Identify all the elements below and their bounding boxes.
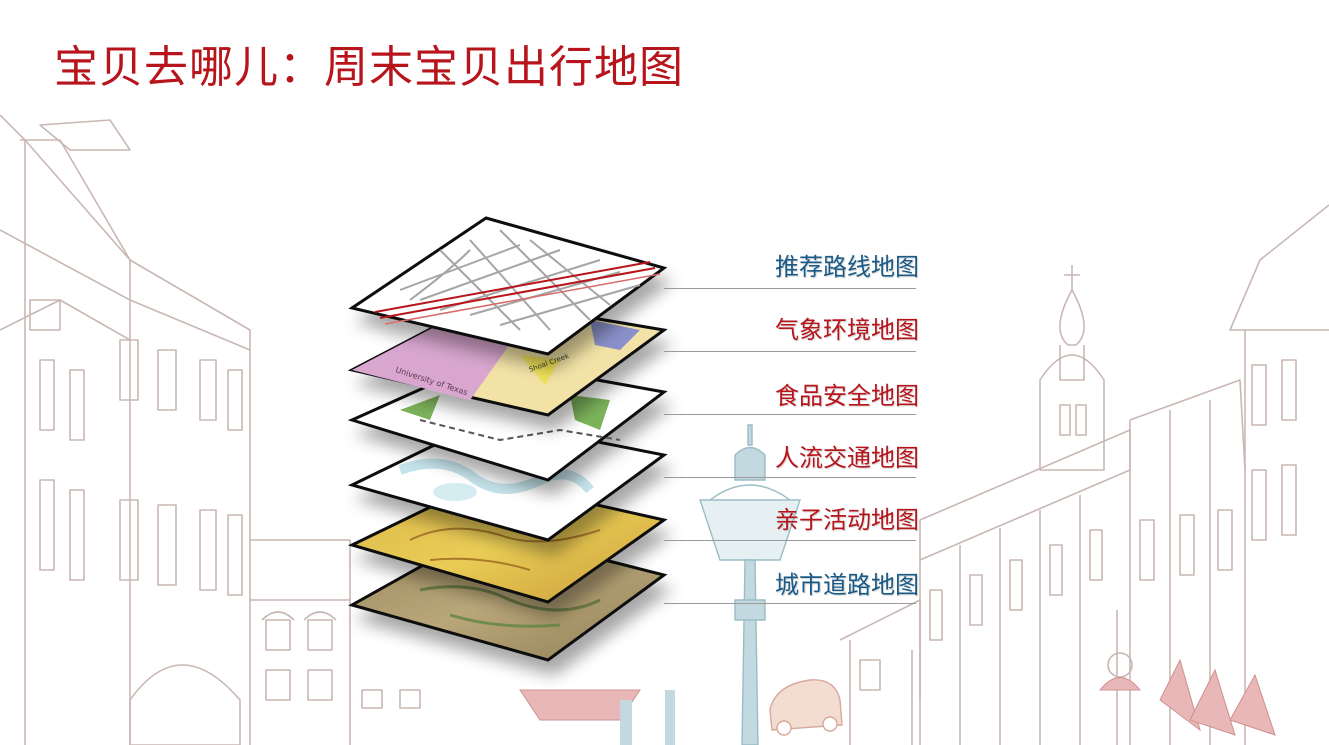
leader-line-4: [664, 477, 916, 478]
layer-label-traffic: 人流交通地图: [775, 444, 919, 472]
leader-line-2: [664, 351, 916, 352]
layer-label-weather: 气象环境地图: [775, 316, 919, 344]
leader-line-6: [664, 603, 916, 604]
page-title: 宝贝去哪儿：周末宝贝出行地图: [54, 42, 684, 93]
map-layer-parks: [347, 358, 668, 482]
layer-label-food-safety: 食品安全地图: [775, 382, 919, 410]
layer-label-family-activities: 亲子活动地图: [775, 506, 919, 534]
map-layer-streets: [348, 216, 668, 356]
leader-line-3: [664, 414, 916, 415]
layer-label-city-roads: 城市道路地图: [775, 571, 919, 599]
leader-line-1: [664, 288, 916, 289]
leader-line-5: [664, 540, 916, 541]
layer-label-recommended-route: 推荐路线地图: [775, 253, 919, 281]
